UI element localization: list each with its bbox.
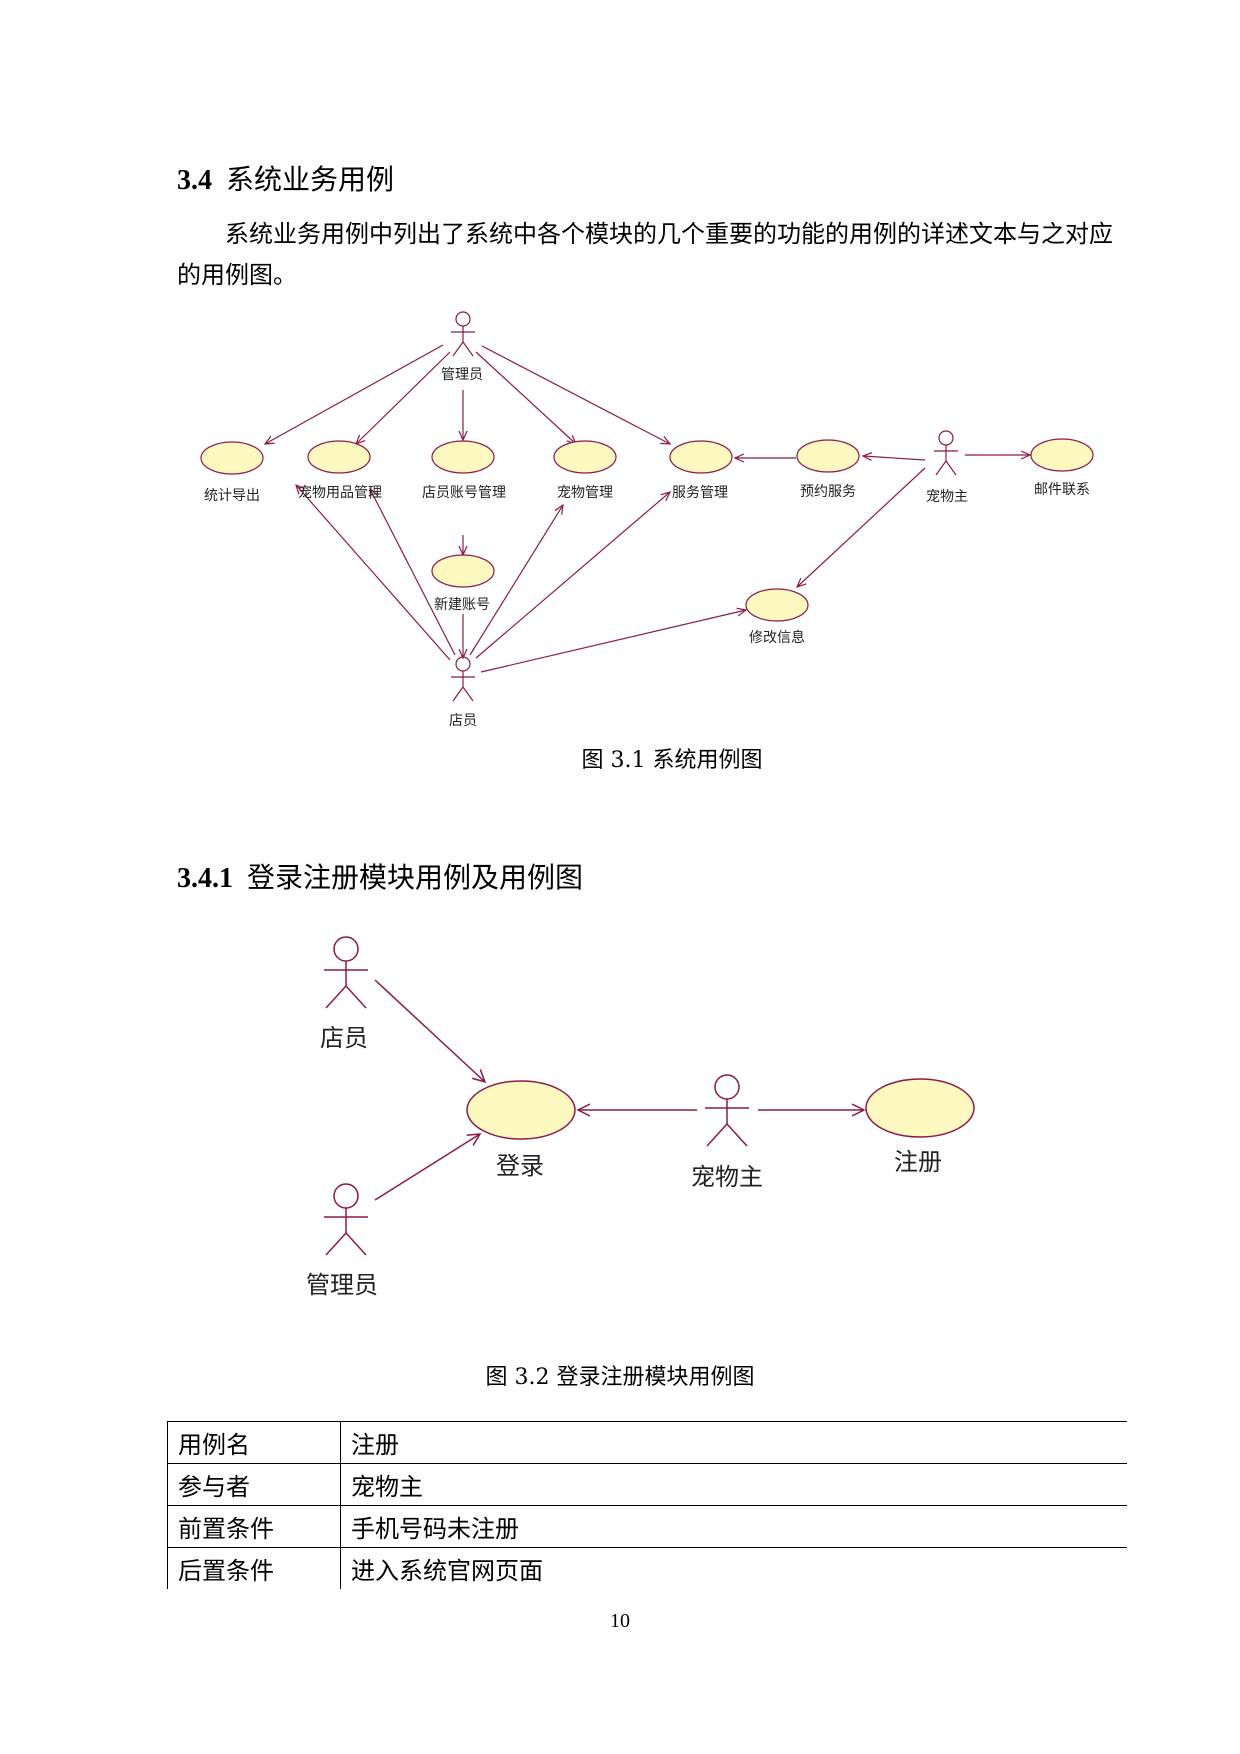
fig2-associations (374, 979, 864, 1201)
table-value: 手机号码未注册 (340, 1505, 1127, 1548)
figure1-caption: 图 3.1 系统用例图 (582, 748, 763, 773)
usecase-accounts (431, 440, 495, 474)
table-row: 后置条件 进入系统官网页面 (167, 1547, 1128, 1589)
table-key: 参与者 (167, 1463, 341, 1506)
usecase-email (1030, 438, 1094, 472)
fig1-actor-clerk: 店员 (449, 713, 477, 729)
fig2-actor-owner-figure (705, 1074, 749, 1147)
table-key: 前置条件 (167, 1505, 341, 1548)
fig1-label-email: 邮件联系 (1034, 482, 1090, 498)
table-row: 参与者 宠物主 (167, 1463, 1127, 1506)
fig1-actor-clerk-figure (451, 656, 475, 702)
fig2-actor-owner: 宠物主 (691, 1163, 763, 1191)
fig1-label-accounts: 店员账号管理 (422, 485, 506, 501)
subsection-number: 3.4.1 (177, 863, 233, 894)
fig1-label-modify: 修改信息 (749, 629, 805, 646)
fig1-label-pets: 宠物管理 (557, 485, 613, 501)
fig2-actor-clerk-figure (324, 936, 368, 1009)
fig2-label-login: 登录 (496, 1152, 544, 1180)
subsection-heading: 3.4.1 登录注册模块用例及用例图 (177, 856, 583, 896)
fig1-associations (265, 344, 1030, 673)
table-row: 用例名 注册 (167, 1421, 1127, 1464)
fig1-label-newacct: 新建账号 (434, 597, 490, 613)
fig2-actor-admin: 管理员 (306, 1271, 378, 1299)
page-number: 10 (610, 1610, 630, 1632)
table-key: 后置条件 (167, 1547, 341, 1589)
fig2-actor-clerk: 店员 (320, 1024, 368, 1052)
fig1-label-service: 服务管理 (672, 485, 728, 501)
fig1-usecases (200, 438, 1094, 622)
usecase-booking (796, 439, 860, 473)
section-number: 3.4 (177, 165, 212, 196)
usecase-login (466, 1080, 576, 1140)
subsection-title: 登录注册模块用例及用例图 (247, 861, 584, 894)
usecase-supplies (307, 440, 371, 474)
fig1-actor-admin: 管理员 (441, 367, 483, 383)
usecase-newacct (431, 554, 495, 588)
table-value: 进入系统官网页面 (351, 1557, 543, 1585)
usecase-stats (200, 441, 264, 475)
usecase-modify (745, 588, 809, 622)
fig1-label-supplies: 宠物用品管理 (298, 485, 382, 501)
table-value: 注册 (340, 1421, 1127, 1464)
fig2-actor-admin-figure (324, 1183, 368, 1256)
figure-login-register-diagram: 店员 管理员 宠物主 登录 注册 (306, 936, 975, 1299)
fig1-label-booking: 预约服务 (800, 484, 856, 500)
table-key: 用例名 (167, 1421, 341, 1464)
figure2-caption: 图 3.2 登录注册模块用例图 (485, 1365, 755, 1390)
usecase-register (865, 1078, 975, 1138)
usecase-table: 用例名 注册 参与者 宠物主 前置条件 手机号码未注册 后置条件 进入系统官网页… (167, 1421, 1127, 1589)
fig1-actor-owner-figure (934, 430, 958, 476)
fig2-label-register: 注册 (894, 1148, 942, 1176)
section-title: 系统业务用例 (226, 163, 395, 196)
figure-system-usecase-diagram: 管理员 宠物主 店员 统计导出 宠物用品管理 店员账号管理 宠物管理 服务管理 … (200, 311, 1094, 773)
intro-paragraph: 系统业务用例中列出了系统中各个模块的几个重要的功能的用例的详述文本与之对应的用例… (177, 220, 1113, 289)
usecase-service (669, 440, 733, 474)
table-row: 前置条件 手机号码未注册 (167, 1505, 1127, 1548)
fig1-label-stats: 统计导出 (204, 488, 260, 504)
usecase-pets (553, 440, 617, 474)
fig1-actor-admin-figure (451, 311, 475, 357)
fig1-actor-owner: 宠物主 (926, 489, 968, 505)
section-heading: 3.4 系统业务用例 (177, 158, 394, 198)
table-value: 宠物主 (340, 1463, 1127, 1506)
